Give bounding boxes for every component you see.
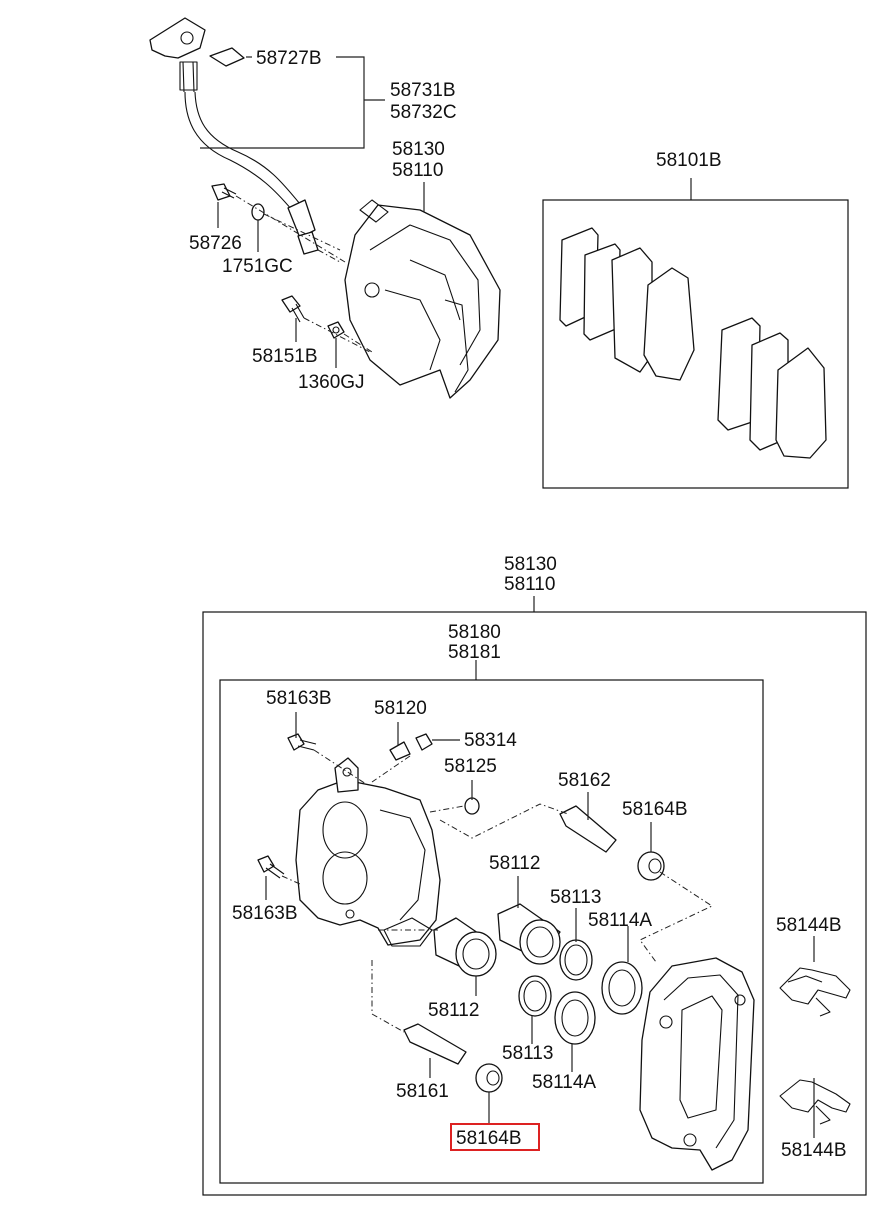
- label-58130-assy: 58130: [504, 554, 557, 575]
- label-58110-assy: 58110: [504, 574, 555, 595]
- assembly-leaders: [475, 596, 535, 680]
- label-58114A-lower: 58114A: [532, 1072, 596, 1093]
- guide-pin-upper: [559, 805, 617, 853]
- label-58151B: 58151B: [252, 346, 318, 367]
- label-leaders-upper: [200, 56, 692, 368]
- label-58114A-upper: 58114A: [588, 910, 652, 931]
- label-58726: 58726: [189, 233, 242, 254]
- label-58144B-upper: 58144B: [776, 915, 842, 936]
- label-58162: 58162: [558, 770, 611, 791]
- label-58164B-highlighted: 58164B: [456, 1128, 522, 1149]
- cap-58314: [415, 733, 433, 751]
- bolt-58151B: [281, 295, 305, 323]
- top-caliper: [344, 199, 501, 399]
- nut-1360GJ: [327, 321, 345, 339]
- label-58101B: 58101B: [656, 150, 722, 171]
- label-58120: 58120: [374, 698, 427, 719]
- caliper-bracket: [639, 957, 755, 1171]
- label-58163B-mid: 58163B: [232, 903, 298, 924]
- boot-upper: [637, 851, 665, 881]
- pad-spring-upper: [779, 967, 851, 1017]
- label-58112-upper: 58112: [489, 853, 540, 874]
- label-leaders-lower: [265, 712, 815, 1138]
- label-58110-top: 58110: [392, 160, 443, 181]
- label-1360GJ: 1360GJ: [298, 372, 365, 393]
- label-58113-lower: 58113: [502, 1043, 553, 1064]
- assembly-box: [202, 611, 867, 1196]
- label-58163B-top: 58163B: [266, 688, 332, 709]
- highlight-box: [450, 1123, 540, 1151]
- seal-upper: [559, 939, 593, 981]
- label-58181: 58181: [448, 642, 501, 663]
- label-58164B-upper: 58164B: [622, 799, 688, 820]
- pad-spring-lower: [779, 1079, 851, 1125]
- boot-lower: [475, 1063, 503, 1093]
- seal-lower: [518, 975, 552, 1017]
- bolt-top-58163B: [287, 733, 317, 751]
- pad-kit: [542, 199, 849, 489]
- label-58314: 58314: [464, 730, 517, 751]
- bleeder-58120: [389, 741, 411, 761]
- label-58130-top: 58130: [392, 139, 445, 160]
- piston-lower: [433, 917, 497, 977]
- label-58113-upper: 58113: [550, 887, 601, 908]
- boot-ring-upper: [601, 961, 643, 1015]
- label-58125: 58125: [444, 756, 497, 777]
- bolt-mid-58163B: [257, 855, 285, 879]
- label-58727B: 58727B: [256, 48, 322, 69]
- part-labels: 58727B 58731B 58732C 58130 58110 58101B …: [189, 48, 847, 1161]
- piston-upper: [497, 903, 561, 965]
- bush-58125: [464, 797, 480, 815]
- caliper-housing: [295, 757, 441, 947]
- label-58731B: 58731B: [390, 80, 456, 101]
- label-58732C: 58732C: [390, 102, 457, 123]
- label-58112-lower: 58112: [428, 1000, 479, 1021]
- label-58161: 58161: [396, 1081, 449, 1102]
- guide-pin-lower: [403, 1023, 467, 1065]
- housing-box: [219, 679, 764, 1184]
- label-1751GC: 1751GC: [222, 256, 293, 277]
- label-58180: 58180: [448, 622, 501, 643]
- leaders-lower: [281, 749, 714, 1033]
- leaders-upper: [235, 195, 373, 353]
- bolt-58726: [211, 183, 237, 201]
- label-58144B-lower: 58144B: [781, 1140, 847, 1161]
- boot-ring-lower: [554, 991, 596, 1045]
